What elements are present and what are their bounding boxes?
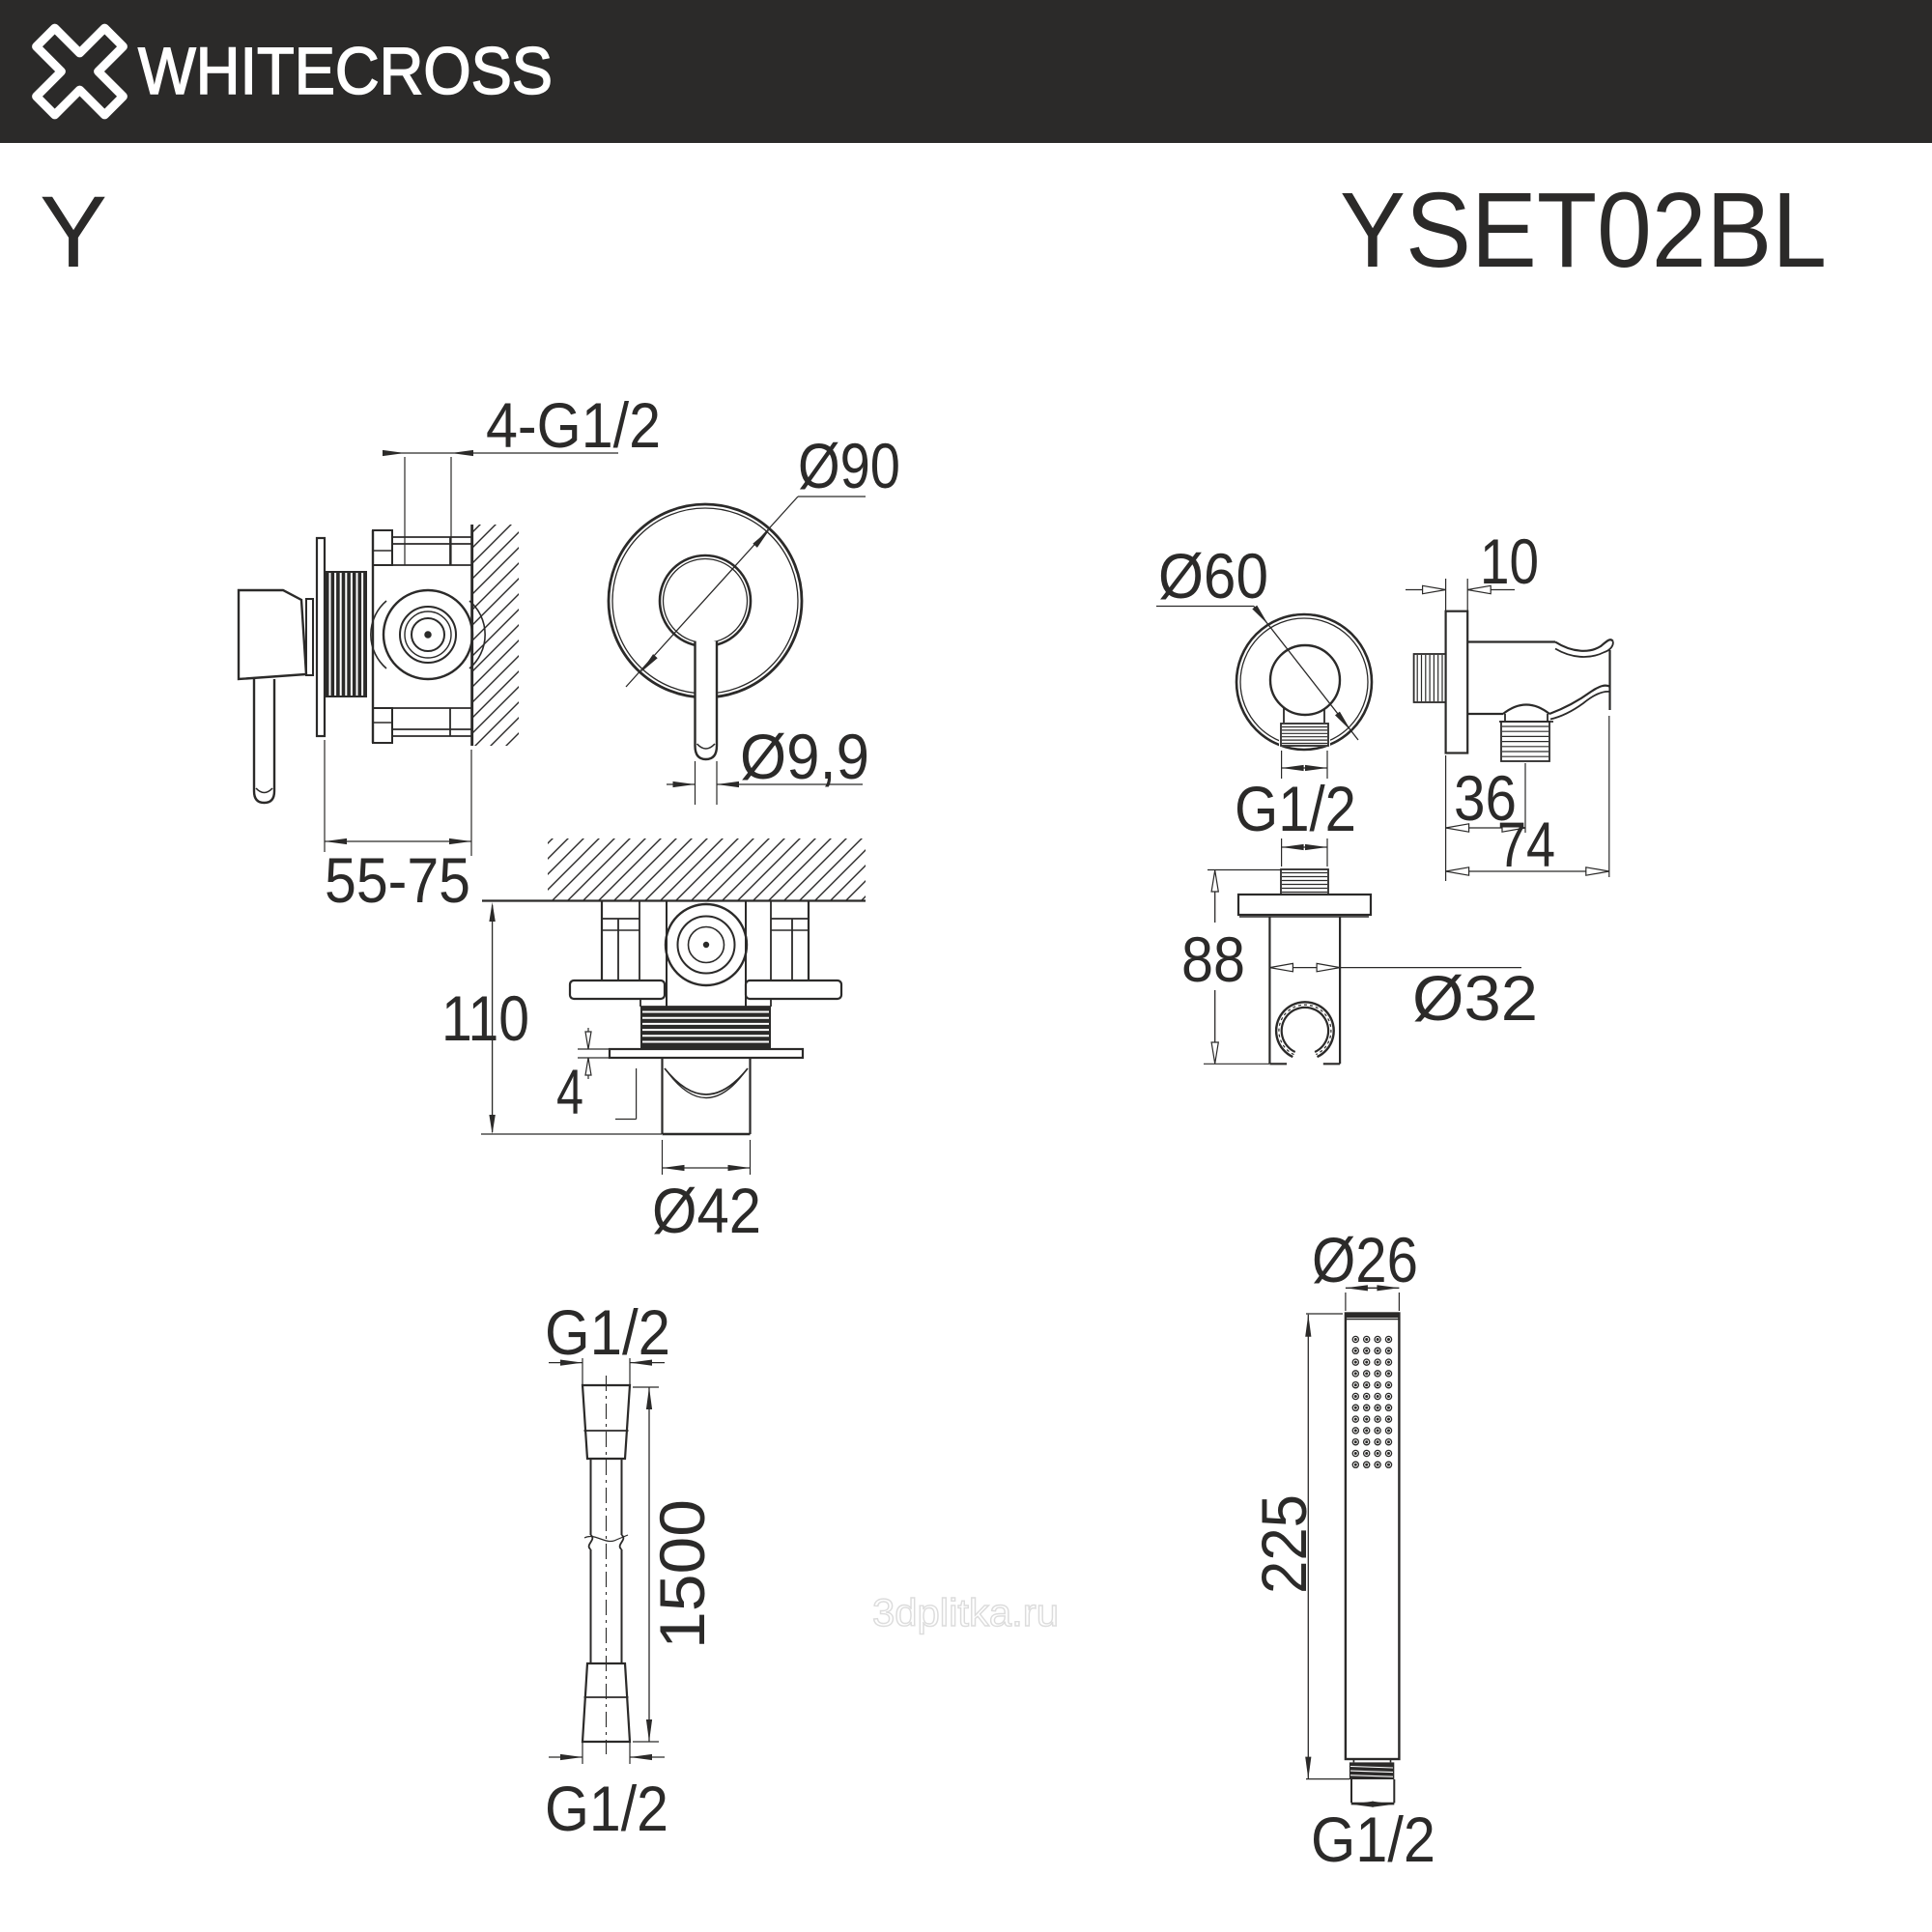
svg-text:74: 74 [1497,809,1555,880]
svg-text:Ø32: Ø32 [1412,962,1538,1034]
svg-text:Ø26: Ø26 [1312,1224,1418,1295]
svg-text:36: 36 [1454,762,1517,834]
svg-text:110: 110 [441,982,529,1054]
svg-text:225: 225 [1248,1494,1320,1594]
svg-text:WHITECROSS: WHITECROSS [138,34,553,108]
svg-text:4-G1/2: 4-G1/2 [486,389,661,461]
svg-text:1500: 1500 [646,1499,718,1649]
svg-text:G1/2: G1/2 [1235,773,1356,844]
svg-text:4: 4 [556,1056,583,1127]
svg-text:G1/2: G1/2 [1311,1804,1435,1875]
svg-text:Ø90: Ø90 [798,430,900,501]
svg-text:3dplitka.ru: 3dplitka.ru [872,1592,1059,1634]
svg-text:Ø9,9: Ø9,9 [740,721,869,792]
svg-text:88: 88 [1181,923,1245,995]
svg-text:Y: Y [40,176,107,289]
svg-text:G1/2: G1/2 [545,1296,670,1368]
svg-text:10: 10 [1480,526,1539,597]
svg-text:Ø42: Ø42 [652,1175,761,1246]
svg-text:G1/2: G1/2 [545,1773,668,1844]
svg-text:Ø60: Ø60 [1158,540,1268,611]
svg-text:55-75: 55-75 [325,844,470,916]
svg-text:YSET02BL: YSET02BL [1340,171,1827,290]
